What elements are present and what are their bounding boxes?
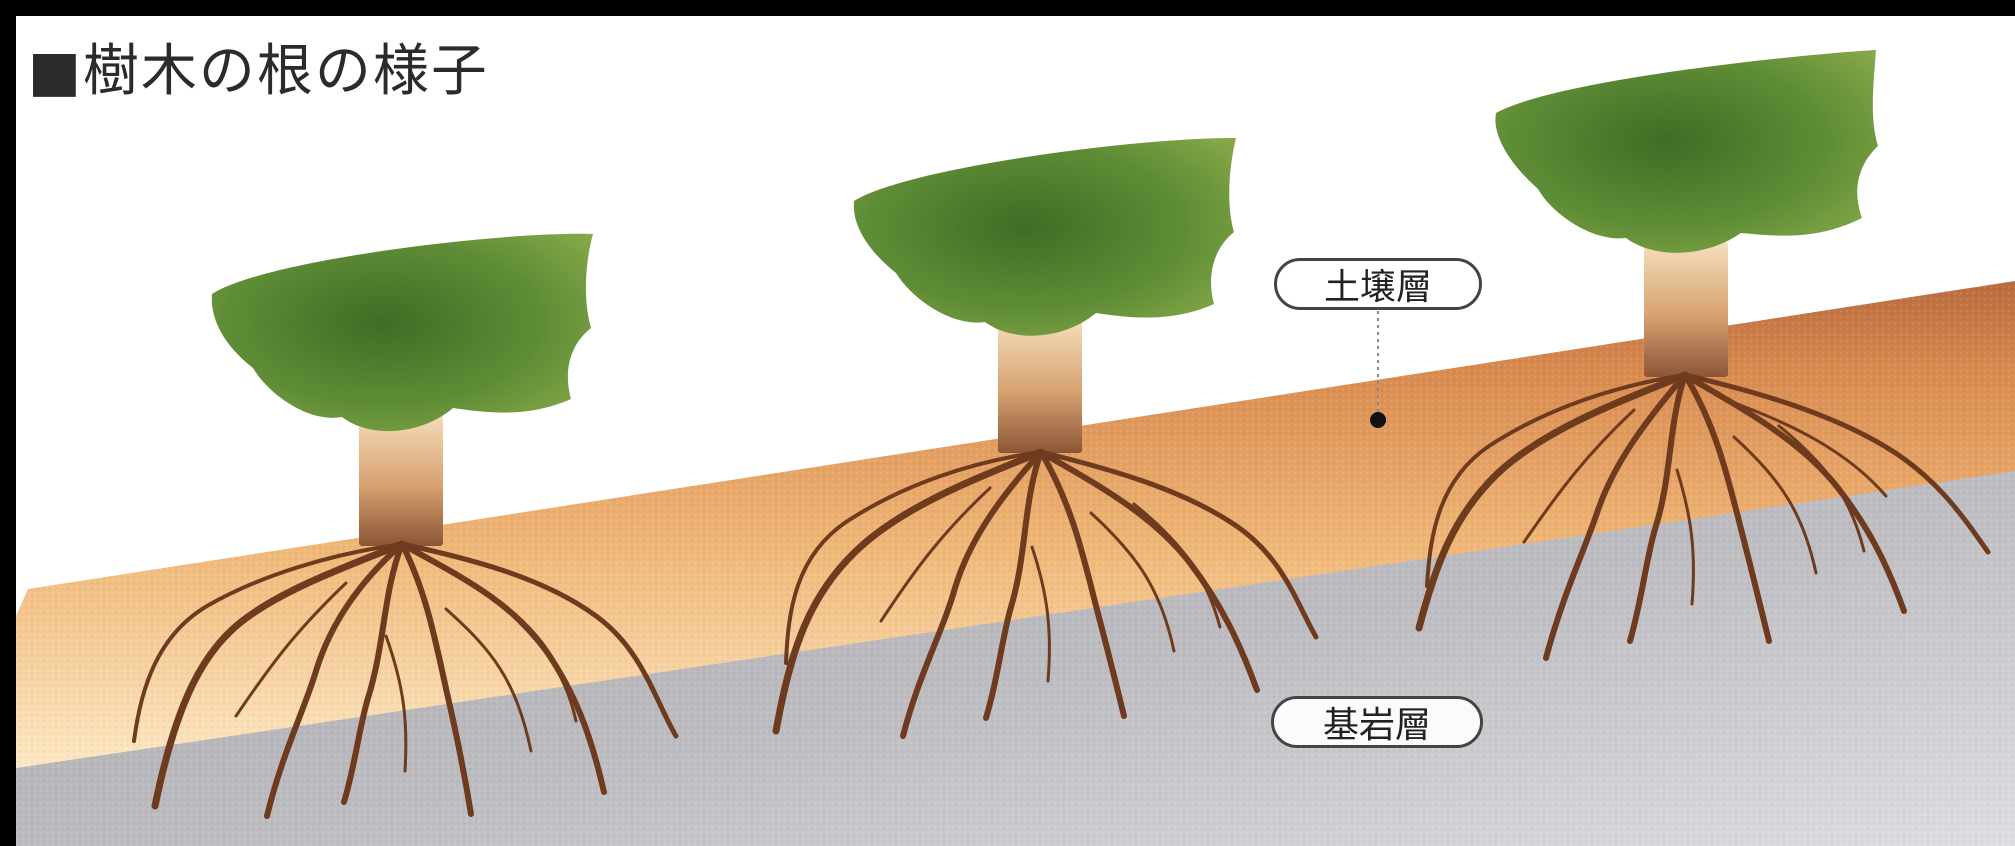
- canopy: [854, 138, 1236, 336]
- trunk: [998, 318, 1082, 453]
- trunk: [1644, 242, 1728, 377]
- canopy: [1495, 50, 1878, 253]
- tree-root-diagram: [16, 16, 2015, 846]
- trunk: [359, 411, 443, 546]
- bedrock-layer-label: 基岩層: [1271, 696, 1483, 748]
- canopy: [212, 234, 593, 431]
- soil-layer-label: 土壌層: [1274, 258, 1482, 310]
- diagram-title: ■樹木の根の様子: [28, 44, 489, 100]
- diagram-panel: ■樹木の根の様子 土壌層 基岩層: [16, 16, 2015, 846]
